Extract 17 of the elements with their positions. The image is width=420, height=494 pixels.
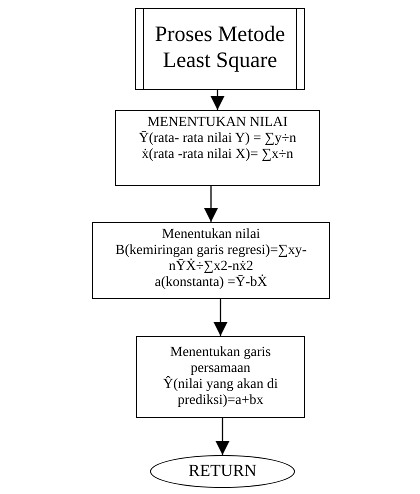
- node-text: Menentukan garis persamaan: [169, 345, 272, 376]
- node-text: MENENTUKAN NILAI: [147, 115, 288, 131]
- node-text: a(konstanta) =Ȳ-bẊ: [154, 275, 268, 291]
- predefined-process-box: [135, 8, 305, 90]
- node-text: RETURN: [188, 461, 256, 481]
- node-text: Ȳ(rata- rata nilai Y) = ∑y÷n: [138, 131, 296, 147]
- node-text: Ŷ(nilai yang akan di prediksi)=a+bx: [162, 377, 279, 409]
- process-box: [136, 336, 305, 418]
- arrow: [204, 186, 218, 222]
- node-text: Proses Metode Least Square: [154, 21, 286, 73]
- node-text: Menentukan nilai: [162, 227, 260, 243]
- process-box: [115, 110, 320, 186]
- arrow: [216, 418, 230, 455]
- arrow: [214, 299, 228, 336]
- node-text: ẋ(rata -rata nilai X)= ∑x÷n: [142, 147, 294, 163]
- arrow: [210, 90, 224, 110]
- process-box: [92, 222, 330, 299]
